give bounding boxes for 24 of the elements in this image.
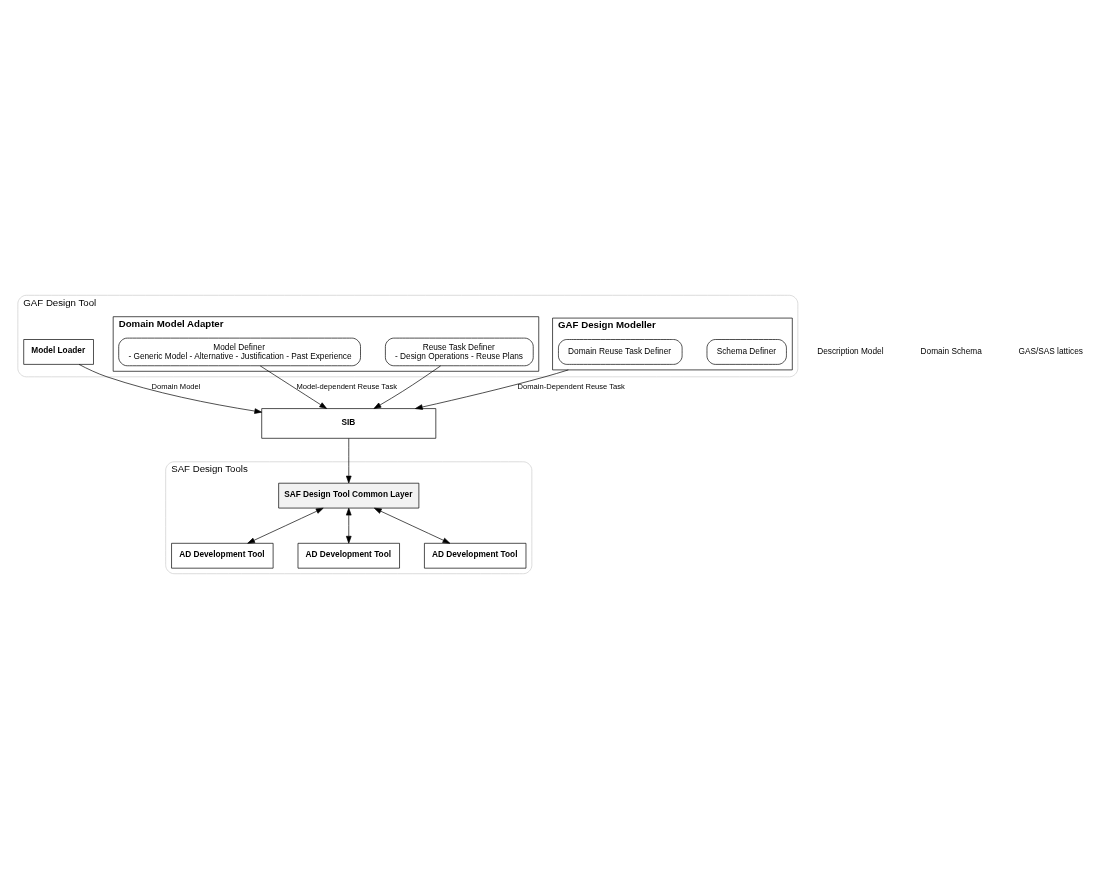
label: Description Model — [817, 346, 884, 357]
edge-label: Domain Model — [151, 382, 201, 392]
node-box: AD Development Tool — [297, 542, 400, 569]
arrow — [259, 365, 327, 409]
arrow — [346, 438, 352, 484]
node-box: Schema Definer — [706, 339, 787, 365]
label: Domain Schema — [920, 346, 982, 357]
arrow — [373, 365, 441, 409]
arrow — [346, 507, 352, 544]
node-box: AD Development Tool — [424, 542, 527, 569]
node-box: Reuse Task Definer - Design Operations - Reuse Plans — [385, 337, 534, 367]
node-box: Model Definer - Generic Model - Alternative - Justification - Past Experience — [118, 337, 361, 367]
node-box: Domain Reuse Task Definer — [558, 339, 683, 365]
arrow — [78, 364, 263, 414]
node-box: AD Development Tool — [171, 542, 274, 569]
arrow — [415, 369, 569, 410]
node-box: SIB — [261, 408, 437, 439]
arrow — [247, 507, 324, 544]
edge-label: Domain-Dependent Reuse Task — [517, 382, 625, 392]
edge-label: Model-dependent Reuse Task — [296, 382, 397, 392]
node-box: SAF Design Tool Common Layer — [278, 482, 420, 509]
label: GAS/SAS lattices — [1018, 346, 1083, 357]
arrow — [374, 507, 451, 544]
node-box: Model Loader — [23, 339, 94, 365]
